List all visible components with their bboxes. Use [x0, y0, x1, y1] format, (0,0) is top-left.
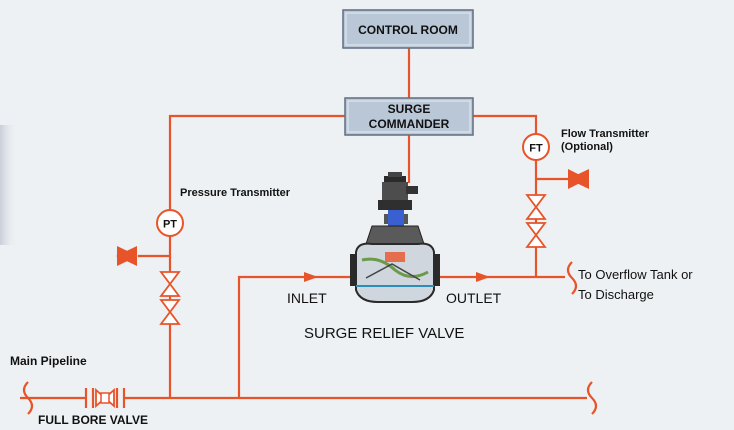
surge-commander-label-1: SURGE: [388, 102, 431, 116]
ft-isolation-valve-upper-icon: [525, 194, 547, 220]
pipeline-break-left-icon: [22, 381, 34, 415]
surge-commander-box: SURGE COMMANDER: [344, 97, 474, 136]
full-bore-valve-icon: [84, 387, 126, 409]
signal-line-ft: [473, 114, 538, 135]
inlet-label: INLET: [287, 290, 327, 306]
ft-isolation-valve-lower-icon: [525, 222, 547, 248]
surge-commander-label-2: COMMANDER: [369, 117, 450, 131]
inlet-arrow-icon: [304, 272, 318, 282]
pt-isolation-valve-upper-icon: [159, 271, 181, 297]
overflow-label-1: To Overflow Tank or: [578, 267, 693, 282]
ft-vent-valve-icon: [568, 169, 589, 189]
pt-isolation-valve-lower-icon: [159, 299, 181, 325]
pipeline-break-right-icon: [586, 381, 598, 415]
surge-relief-valve-label: SURGE RELIEF VALVE: [304, 325, 464, 342]
full-bore-valve-label: FULL BORE VALVE: [38, 413, 148, 427]
flow-transmitter-label-1: Flow Transmitter: [561, 128, 650, 140]
control-room-label: CONTROL ROOM: [358, 23, 458, 37]
outlet-arrow-icon: [476, 272, 490, 282]
pt-tag: PT: [163, 219, 177, 231]
flow-transmitter-bubble: FT: [522, 133, 550, 161]
outlet-break-icon: [566, 261, 578, 295]
pt-vent-valve-icon: [116, 246, 138, 266]
overflow-label-2: To Discharge: [578, 287, 654, 302]
edge-shading: [0, 125, 18, 245]
signal-line-pt: [168, 114, 345, 210]
pressure-transmitter-label: Pressure Transmitter: [180, 187, 291, 199]
outlet-label: OUTLET: [446, 290, 502, 306]
main-pipeline-label: Main Pipeline: [10, 354, 87, 368]
pressure-transmitter-bubble: PT: [156, 209, 184, 237]
ft-tag: FT: [529, 143, 543, 155]
control-room-box: CONTROL ROOM: [342, 9, 474, 49]
flow-transmitter-label-2: (Optional): [561, 141, 613, 153]
surge-relief-valve-icon: [350, 172, 440, 303]
